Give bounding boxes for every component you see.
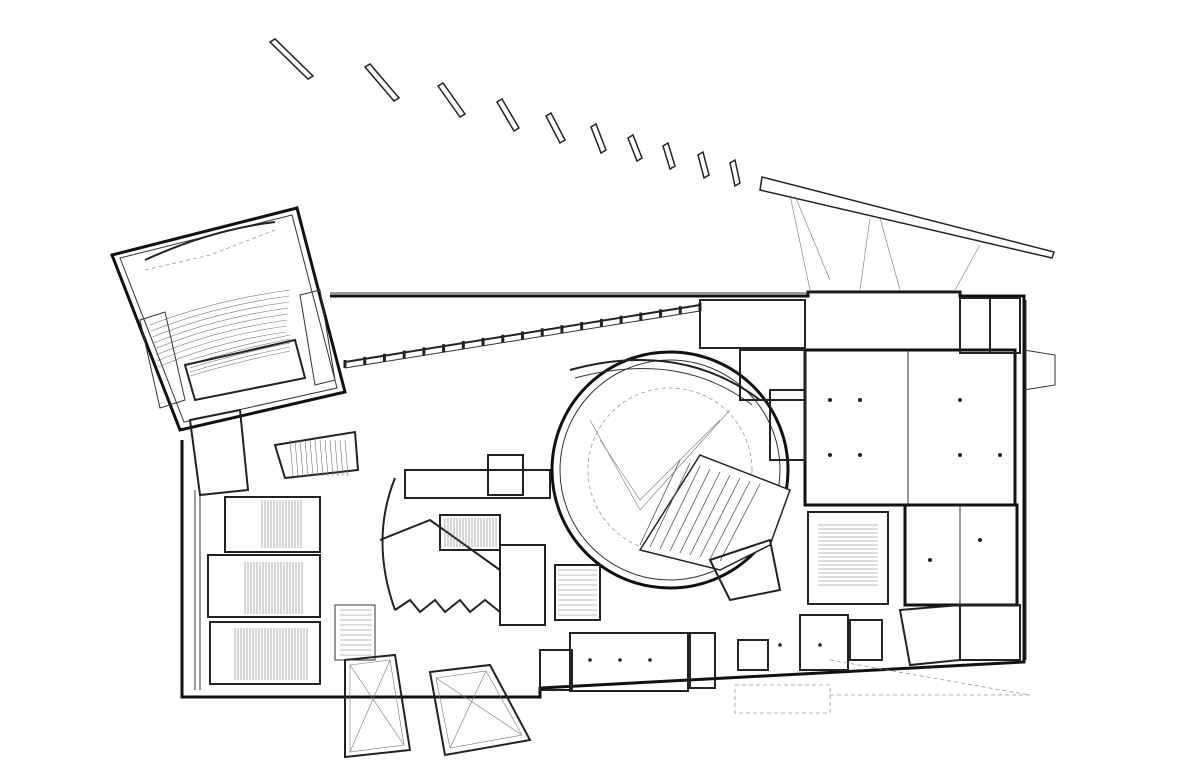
diagonal-glazed-wall <box>343 303 702 369</box>
auditorium-seating <box>149 289 291 377</box>
main-building-outline <box>180 290 1056 699</box>
south-wing <box>539 603 1031 714</box>
canopy-louvers <box>268 38 741 188</box>
exhibition-halls <box>699 297 1021 607</box>
lecture-rooms <box>188 408 321 690</box>
central-foyer <box>379 454 551 626</box>
stair-blocks <box>273 430 601 621</box>
circular-hall <box>550 350 791 602</box>
auditorium-hall <box>109 206 347 432</box>
entrance-ramps <box>334 604 532 759</box>
canopy-roof <box>759 176 1055 291</box>
